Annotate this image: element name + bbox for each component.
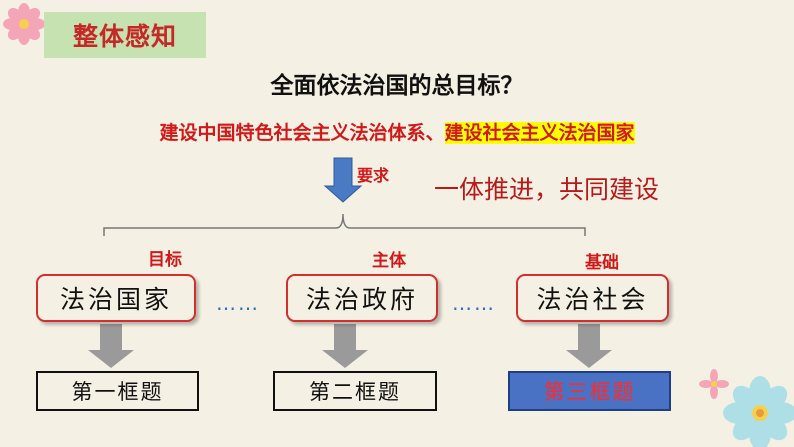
- pillar-box-society: 法治社会: [516, 274, 669, 322]
- down-arrow-icon: [325, 158, 361, 202]
- pillar-box-country: 法治国家: [36, 274, 196, 322]
- brace-line: [104, 214, 585, 236]
- role-label-subject: 主体: [372, 246, 406, 271]
- requirement-label: 要求: [357, 162, 389, 186]
- role-label-goal: 目标: [148, 245, 182, 270]
- gray-arrow-icon-1: [88, 324, 134, 368]
- separator-dots-2: ……: [452, 291, 496, 315]
- flowers-decoration-icon: [692, 368, 794, 447]
- gray-arrow-icon-3: [566, 324, 612, 368]
- separator-dots-1: ……: [216, 291, 260, 315]
- slogan: 一体推进，共同建设: [434, 170, 659, 206]
- topic-box-1: 第一框题: [36, 371, 199, 411]
- topic-box-3-current: 第三框题: [508, 371, 671, 411]
- topic-box-2: 第二框题: [273, 371, 437, 411]
- pillar-box-government: 法治政府: [286, 274, 438, 322]
- role-label-foundation: 基础: [585, 248, 619, 273]
- gray-arrow-icon-2: [322, 324, 368, 368]
